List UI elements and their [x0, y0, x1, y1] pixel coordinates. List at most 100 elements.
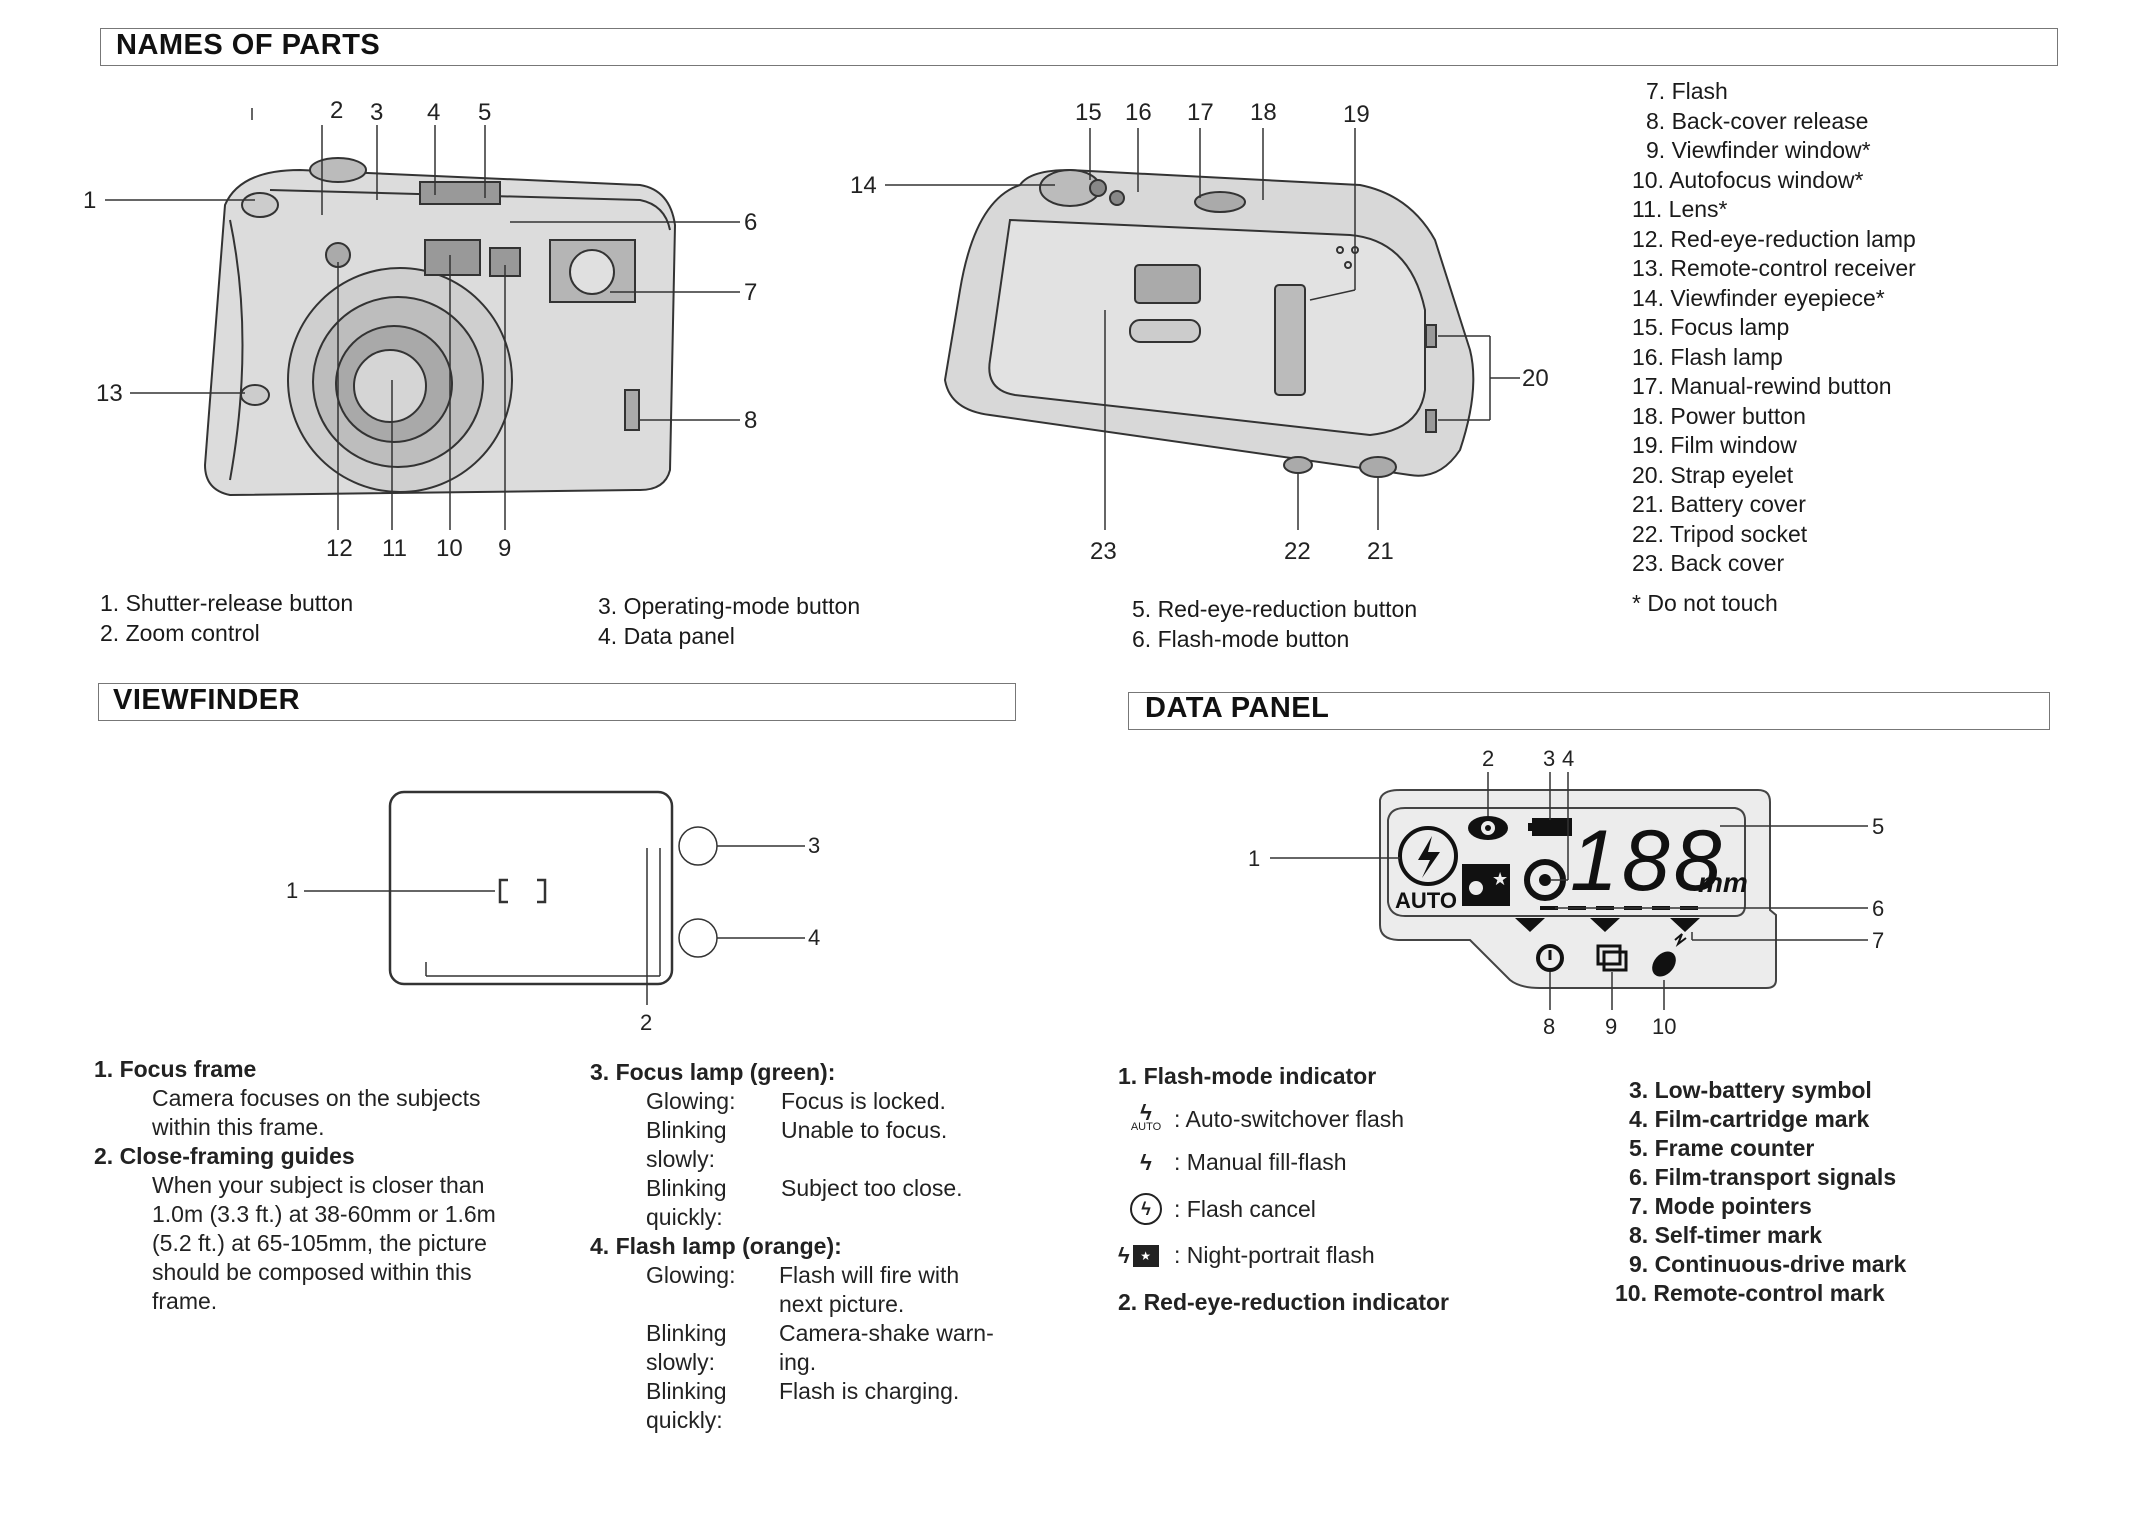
lamp-state: Blinking slowly:: [646, 1117, 727, 1172]
data-panel-title: DATA PANEL: [1145, 692, 1330, 724]
focus-lamp-title: 3. Focus lamp (green):: [590, 1059, 836, 1085]
back-callout-14: 14: [850, 172, 877, 199]
data-panel-callout-1: 1: [1248, 846, 1260, 871]
focus-frame-desc-2: within this frame.: [152, 1114, 325, 1140]
red-eye-title: 2. Red-eye-reduction indicator: [1118, 1289, 1450, 1315]
data-panel-item: 8. Self-timer mark: [1629, 1222, 1823, 1248]
part-item: 6. Flash-mode button: [1132, 625, 1350, 652]
focus-lamp-row: Blinking quickly: Subject too close.: [590, 1174, 1030, 1232]
data-panel-auto-label: AUTO: [1395, 888, 1457, 913]
viewfinder-callout-4: 4: [808, 925, 820, 950]
flash-mode-label: : Flash cancel: [1174, 1195, 1316, 1222]
flash-lamp-title: 4. Flash lamp (orange):: [590, 1233, 842, 1259]
lamp-meaning: Unable to focus.: [781, 1117, 948, 1143]
data-panel-item: 3. Low-battery symbol: [1629, 1077, 1872, 1103]
lamp-meaning: Focus is locked.: [781, 1088, 946, 1114]
flash-mode-row: ϟ AUTO : Auto-switchover flash: [1118, 1101, 1578, 1134]
viewfinder-callout-2: 2: [640, 1010, 652, 1035]
part-item: 21. Battery cover: [1632, 491, 1806, 517]
part-item: 17. Manual-rewind button: [1632, 373, 1892, 399]
camera-back-illustration: 14 15 16 17 18 19 20 21 22 23: [850, 99, 1549, 565]
parts-list-col2: 3. Operating-mode button 4. Data panel: [598, 592, 860, 651]
part-item: 19. Film window: [1632, 432, 1797, 458]
front-callout-12: 12: [326, 535, 353, 562]
front-callout-4: 4: [427, 99, 440, 126]
data-panel-item: 9. Continuous-drive mark: [1629, 1251, 1907, 1277]
part-item: 7. Flash: [1646, 78, 1728, 104]
back-callout-18: 18: [1250, 99, 1277, 126]
part-item: 11. Lens*: [1632, 196, 1728, 222]
part-item: 18. Power button: [1632, 402, 1806, 429]
flash-mode-row: ϟ ★ : Night-portrait flash: [1118, 1241, 1578, 1270]
data-panel-col1: 1. Flash-mode indicator ϟ AUTO : Auto-sw…: [1118, 1062, 1578, 1317]
front-callout-11: 11: [382, 535, 407, 562]
viewfinder-col1: 1. Focus frame Camera focuses on the sub…: [94, 1055, 514, 1316]
focus-frame-desc-1: Camera focuses on the subjects: [152, 1085, 481, 1111]
data-panel-item: 10. Remote-control mark: [1615, 1280, 1885, 1306]
remote-control-icon: [1652, 951, 1676, 977]
lamp-state: Blinking quickly:: [646, 1378, 727, 1433]
part-item: 1. Shutter-release button: [100, 590, 354, 616]
part-item: 13. Remote-control receiver: [1632, 255, 1916, 281]
close-framing-desc-2: 1.0m (3.3 ft.) at 38-60mm or 1.6m: [152, 1201, 496, 1227]
lamp-state: Glowing:: [646, 1088, 736, 1114]
data-panel-callout-3: 3: [1543, 746, 1555, 771]
part-item: 5. Red-eye-reduction button: [1132, 596, 1418, 622]
lamp-state: Glowing:: [646, 1262, 736, 1288]
part-item: 15. Focus lamp: [1632, 314, 1790, 340]
back-callout-16: 16: [1125, 99, 1152, 126]
close-framing-desc-4: should be composed within this: [152, 1259, 472, 1285]
data-panel-diagram: AUTO ★ 188 mm 1 2 3: [1248, 746, 1884, 1039]
viewfinder-frame: [388, 790, 674, 986]
front-callout-1: 1: [83, 187, 96, 214]
part-item: 20. Strap eyelet: [1632, 461, 1794, 488]
flash-mode-row: ϟ : Flash cancel: [1118, 1193, 1578, 1225]
data-panel-bar: [1128, 692, 2050, 730]
flash-mode-title: 1. Flash-mode indicator: [1118, 1063, 1377, 1089]
back-callout-20: 20: [1522, 365, 1549, 392]
front-callout-13: 13: [96, 380, 123, 407]
flash-cancel-icon: ϟ: [1118, 1193, 1174, 1225]
continuous-drive-icon: [1596, 944, 1622, 966]
camera-front-illustration: 1 2 3 4 5 6 7 8 9 10 11 12 13: [83, 97, 757, 562]
viewfinder-callout-3: 3: [808, 833, 820, 858]
focus-frame-bracket-right: [537, 878, 547, 904]
part-item: 14. Viewfinder eyepiece*: [1632, 284, 1885, 311]
data-panel-callout-4: 4: [1562, 746, 1574, 771]
viewfinder-callout-1: 1: [286, 878, 298, 903]
lamp-meaning: Camera-shake warn-ing.: [779, 1320, 994, 1375]
flash-mode-label: : Night-portrait flash: [1174, 1242, 1375, 1268]
parts-list-col1: 1. Shutter-release button 2. Zoom contro…: [100, 589, 353, 648]
data-panel-callout-7: 7: [1872, 928, 1884, 953]
focus-frame-bracket-left: [498, 878, 508, 904]
part-item: 3. Operating-mode button: [598, 593, 861, 619]
part-item: 2. Zoom control: [100, 619, 260, 646]
back-callout-21: 21: [1367, 538, 1394, 565]
close-framing-desc-3: (5.2 ft.) at 65-105mm, the picture: [152, 1230, 487, 1256]
svg-text:★: ★: [1492, 869, 1508, 889]
front-callout-2: 2: [330, 97, 343, 124]
flash-mode-row: ϟ : Manual fill-flash: [1118, 1148, 1578, 1177]
front-callout-7: 7: [744, 279, 757, 306]
viewfinder-title: VIEWFINDER: [113, 684, 301, 716]
night-portrait-icon: ϟ ★: [1118, 1241, 1174, 1270]
flash-lamp-row: Blinking quickly: Flash is charging.: [590, 1377, 1030, 1435]
data-panel-callout-2: 2: [1482, 746, 1494, 771]
front-callout-10: 10: [436, 535, 463, 562]
part-item: 10. Autofocus window*: [1632, 166, 1864, 193]
data-panel-item: 5. Frame counter: [1629, 1135, 1815, 1161]
front-callout-8: 8: [744, 407, 757, 434]
fill-flash-icon: ϟ: [1140, 1150, 1152, 1175]
data-panel-inner-frame: [1387, 807, 1746, 917]
part-item: 12. Red-eye-reduction lamp: [1632, 225, 1916, 252]
front-callout-3: 3: [370, 99, 383, 126]
data-panel-callout-5: 5: [1872, 814, 1884, 839]
close-framing-desc-1: When your subject is closer than: [152, 1172, 485, 1198]
viewfinder-diagram: 1 2 3 4: [286, 790, 820, 1035]
mode-pointer: [1515, 918, 1545, 932]
focus-lamp-icon: [678, 826, 718, 866]
names-of-parts-title: NAMES OF PARTS: [116, 29, 381, 61]
part-item: 16. Flash lamp: [1632, 343, 1783, 370]
front-callout-6: 6: [744, 209, 757, 236]
flash-lamp-icon: [678, 918, 718, 958]
